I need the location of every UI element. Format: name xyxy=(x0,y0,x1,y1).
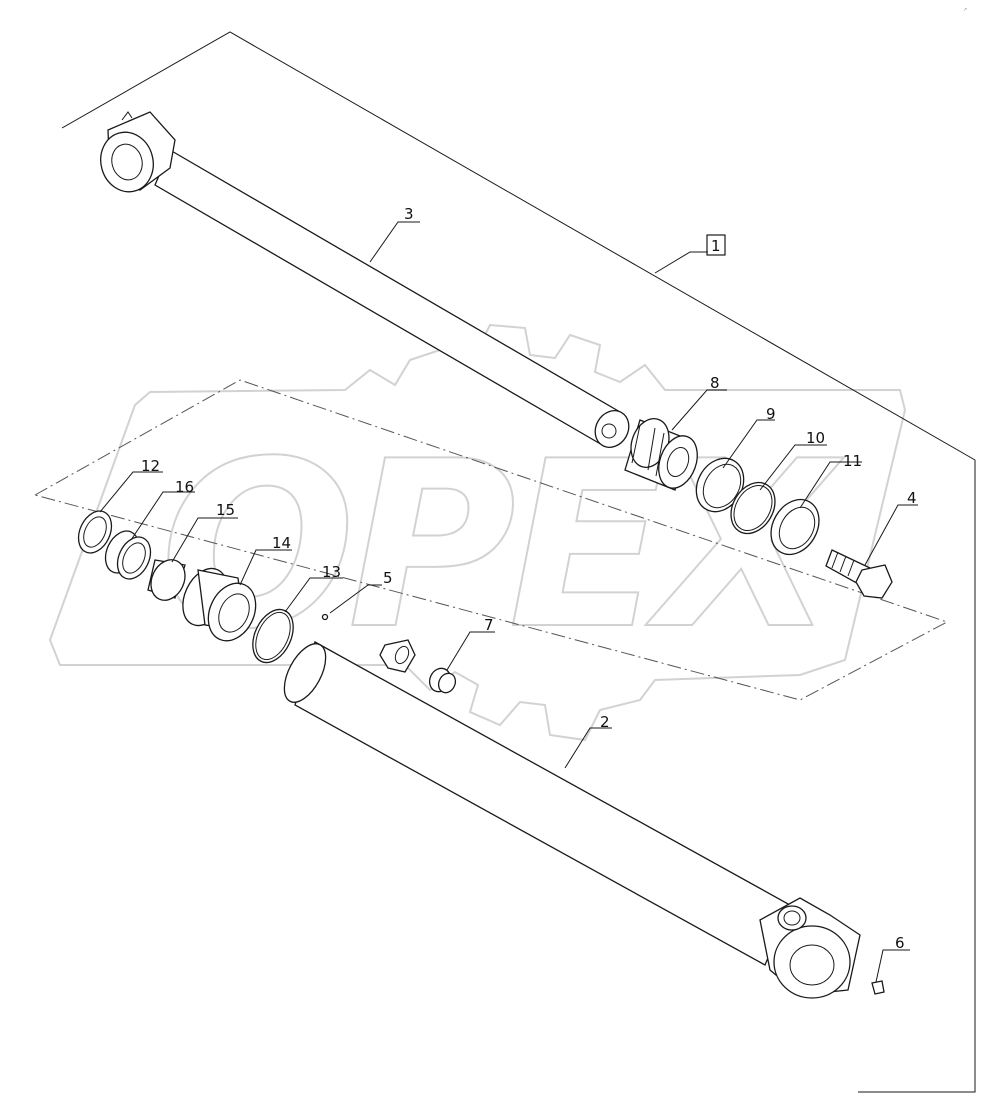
callout-16: 16 xyxy=(175,478,194,496)
corner-mark: ↗ xyxy=(963,7,967,13)
callout-6: 6 xyxy=(895,934,905,952)
callout-15: 15 xyxy=(216,501,235,519)
callout-13: 13 xyxy=(322,563,341,581)
assembly-label-box xyxy=(706,234,726,256)
callout-10: 10 xyxy=(806,429,825,447)
callout-7: 7 xyxy=(484,616,494,634)
piston xyxy=(624,418,698,491)
bushing xyxy=(147,559,186,601)
callout-1: 1 xyxy=(711,237,721,255)
callouts: 1 3 8 9 10 11 4 12 16 15 14 13 5 7 2 6 xyxy=(141,205,917,952)
grease-nipple-5 xyxy=(321,613,329,621)
callout-9: 9 xyxy=(766,405,776,423)
plug xyxy=(428,667,457,694)
callout-12: 12 xyxy=(141,457,160,475)
seal-ring xyxy=(730,481,776,535)
centre-plane xyxy=(33,379,949,701)
piston-rod xyxy=(100,111,630,448)
callout-14: 14 xyxy=(272,534,291,552)
wear-ring xyxy=(695,457,745,513)
cylinder-barrel xyxy=(283,639,861,999)
callout-8: 8 xyxy=(710,374,720,392)
callout-2: 2 xyxy=(600,713,610,731)
grease-fitting xyxy=(871,980,885,995)
callout-3: 3 xyxy=(404,205,414,223)
bolt xyxy=(825,549,893,599)
rod-seal xyxy=(104,530,152,580)
leader-lines xyxy=(99,221,918,983)
piston-seal xyxy=(770,498,820,556)
callout-11: 11 xyxy=(843,452,862,470)
o-ring xyxy=(252,608,294,664)
callout-5: 5 xyxy=(383,569,393,587)
wiper-ring xyxy=(77,510,113,554)
callout-4: 4 xyxy=(907,489,917,507)
cylinder-head xyxy=(182,567,257,642)
assembly-outline xyxy=(61,31,976,1093)
